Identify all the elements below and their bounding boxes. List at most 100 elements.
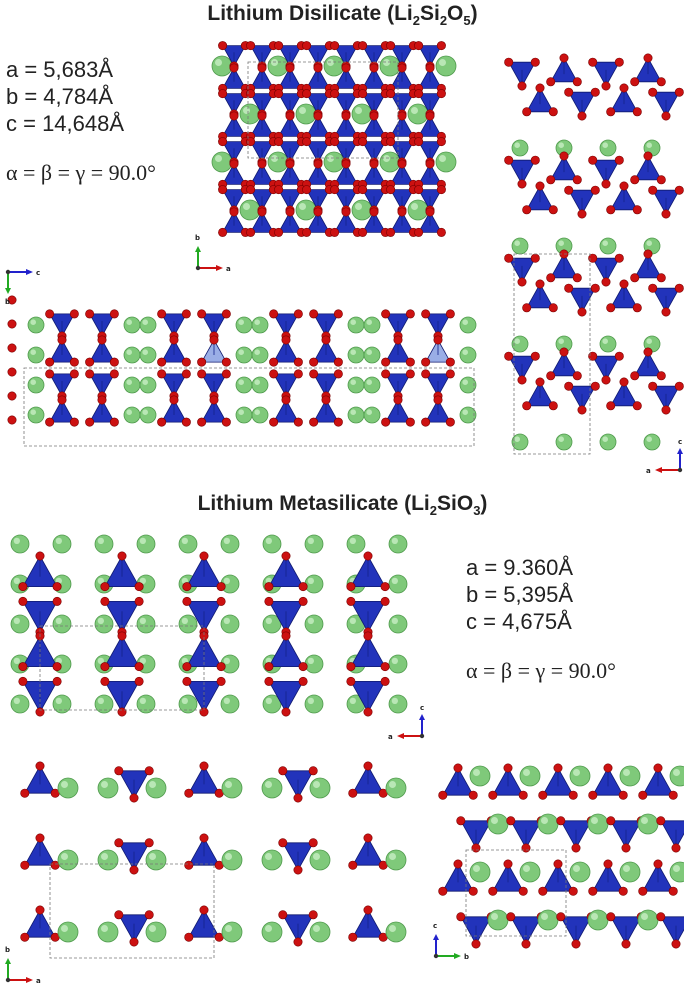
- lithium-highlight: [307, 657, 314, 664]
- lithium-highlight: [101, 781, 108, 788]
- axis-origin: [433, 953, 439, 959]
- oxygen-atom: [114, 910, 124, 920]
- lithium-highlight: [411, 203, 418, 210]
- oxygen-atom: [425, 159, 435, 169]
- lithium-highlight: [439, 59, 446, 66]
- lithium-highlight: [673, 865, 680, 872]
- lithium-atom: [145, 777, 167, 799]
- oxygen-atom: [643, 151, 653, 161]
- lithium-atom: [139, 316, 157, 334]
- lithium-atom: [267, 55, 289, 77]
- oxygen-atom: [535, 377, 545, 387]
- lithium-atom: [27, 406, 45, 424]
- oxygen-atom: [199, 833, 209, 843]
- lithium-highlight: [313, 781, 320, 788]
- lithium-highlight: [149, 853, 156, 860]
- lithium-atom: [469, 861, 491, 883]
- lithium-atom: [309, 921, 331, 943]
- oxygen-atom: [643, 53, 653, 63]
- lithium-atom: [261, 849, 283, 871]
- axis-arrow: [677, 448, 683, 454]
- oxygen-atom: [218, 227, 228, 237]
- lithium-atom: [569, 765, 591, 787]
- oxygen-atom: [157, 357, 167, 367]
- oxygen-atom: [425, 207, 435, 217]
- lithium-highlight: [623, 769, 630, 776]
- oxygen-atom: [380, 676, 390, 686]
- oxygen-atom: [129, 865, 139, 875]
- lithium-atom: [123, 376, 141, 394]
- oxygen-atom: [433, 395, 443, 405]
- lithium-highlight: [238, 319, 244, 325]
- lithium-highlight: [126, 319, 132, 325]
- lithium-atom: [519, 765, 541, 787]
- lithium-highlight: [142, 319, 148, 325]
- oxygen-atom: [504, 155, 514, 165]
- axis-arrow: [419, 714, 425, 720]
- oxygen-atom: [425, 63, 435, 73]
- lithium-atom: [587, 813, 609, 835]
- oxygen-atom: [436, 89, 446, 99]
- oxygen-atom: [346, 662, 356, 672]
- oxygen-atom: [572, 371, 582, 381]
- axis-arrow: [655, 467, 662, 473]
- oxygen-atom: [229, 63, 239, 73]
- lithium-highlight: [646, 338, 652, 345]
- unit-cell: [49, 863, 215, 959]
- lithium-highlight: [573, 769, 580, 776]
- lithium-highlight: [254, 409, 260, 415]
- unit-cell: [39, 625, 205, 711]
- oxygen-atom: [293, 417, 303, 427]
- lithium-highlight: [265, 925, 272, 932]
- oxygen-atom: [197, 369, 207, 379]
- lithium-atom: [435, 151, 457, 173]
- lithium-highlight: [97, 537, 104, 544]
- lithium-atom: [587, 909, 609, 931]
- oxygen-atom: [590, 381, 600, 391]
- lithium-atom: [295, 199, 317, 221]
- oxygen-atom: [648, 381, 658, 391]
- oxygen-atom: [358, 227, 368, 237]
- lithium-atom: [267, 151, 289, 173]
- oxygen-atom: [380, 662, 390, 672]
- oxygen-atom: [621, 843, 631, 853]
- oxygen-atom: [281, 335, 291, 345]
- lithium-atom: [220, 694, 240, 714]
- oxygen-atom: [656, 912, 666, 922]
- oxygen-atom: [661, 405, 671, 415]
- lithium-highlight: [254, 319, 260, 325]
- lithium-highlight: [254, 349, 260, 355]
- lithium-atom: [599, 433, 617, 451]
- oxygen-atom: [548, 205, 558, 215]
- axis-label: b: [195, 234, 200, 242]
- oxygen-atom: [386, 227, 396, 237]
- lithium-atom: [239, 199, 261, 221]
- lithium-atom: [304, 654, 324, 674]
- oxygen-atom: [309, 357, 319, 367]
- lithium-atom: [599, 335, 617, 353]
- axis-arrow: [454, 953, 461, 959]
- oxygen-atom: [330, 89, 340, 99]
- lithium-highlight: [97, 657, 104, 664]
- axis-label: c: [36, 269, 40, 277]
- lithium-highlight: [313, 925, 320, 932]
- lithium-atom: [537, 909, 559, 931]
- lithium-atom: [27, 376, 45, 394]
- oxygen-atom: [184, 932, 194, 942]
- lithium-highlight: [366, 349, 373, 355]
- lithium-highlight: [139, 657, 147, 664]
- axis-arrow: [26, 269, 33, 275]
- lithium-highlight: [13, 657, 20, 664]
- lithium-atom: [57, 921, 79, 943]
- oxygen-atom: [341, 207, 351, 217]
- lithium-atom: [239, 103, 261, 125]
- oxygen-atom: [414, 137, 424, 147]
- oxygen-atom: [363, 631, 373, 641]
- lithium-atom: [251, 316, 269, 334]
- oxygen-atom: [114, 766, 124, 776]
- lithium-highlight: [30, 379, 36, 385]
- oxygen-atom: [358, 185, 368, 195]
- lithium-highlight: [30, 349, 36, 355]
- oxygen-atom: [577, 307, 587, 317]
- oxygen-atom: [109, 417, 119, 427]
